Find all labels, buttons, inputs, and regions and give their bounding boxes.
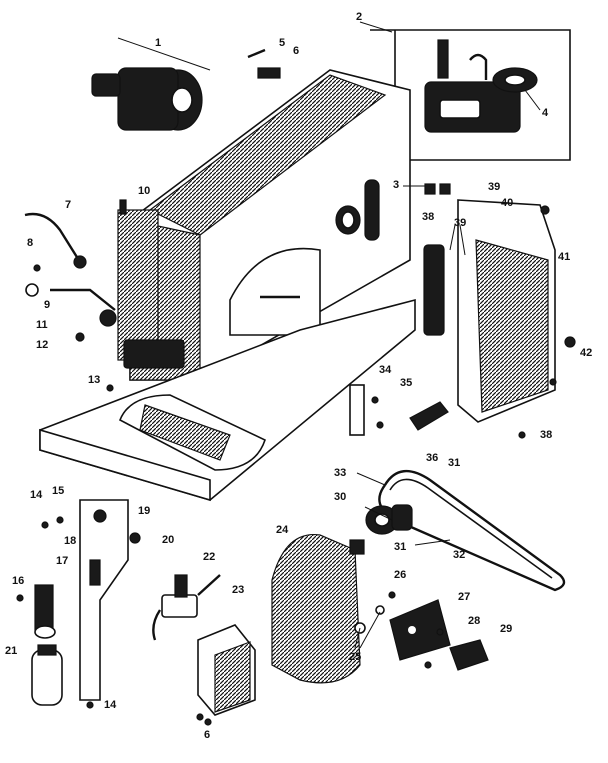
callout-11: 11	[36, 319, 48, 331]
screw-part-10	[119, 199, 127, 215]
callout-20: 20	[162, 534, 175, 546]
drive-belt	[378, 470, 566, 592]
callout-28: 28	[468, 615, 481, 627]
bobbin-case	[31, 644, 63, 706]
callout-19: 19	[138, 505, 151, 517]
callout-15: 15	[52, 485, 65, 497]
callout-2: 2	[356, 11, 363, 23]
bracket-part-36	[409, 401, 449, 431]
screw-part-8	[33, 264, 41, 272]
callout-3: 3	[393, 179, 400, 191]
screw-part-16	[16, 594, 24, 602]
bracket-part-29	[449, 639, 489, 671]
screw-part-34	[371, 396, 379, 404]
screw-part-28b	[424, 661, 432, 669]
screw-part-12	[75, 332, 85, 342]
callout-6: 6	[293, 45, 300, 57]
leader-lines	[354, 21, 541, 649]
callout-7: 7	[65, 199, 72, 211]
callout-33: 33	[334, 467, 347, 479]
callout-8: 8	[27, 237, 34, 249]
machine-head	[117, 69, 411, 381]
screw-part-14b	[86, 701, 94, 709]
callout-12: 12	[36, 339, 49, 351]
drive-motor	[271, 533, 365, 684]
base-plate	[39, 298, 416, 502]
presser-foot	[34, 584, 56, 639]
callout-30: 30	[334, 491, 347, 503]
face-plate	[79, 499, 129, 701]
callout-40: 40	[501, 197, 514, 209]
callout-18: 18	[64, 535, 77, 547]
callout-17: 17	[56, 555, 69, 567]
callout-23: 23	[232, 584, 245, 596]
screw-part-26	[388, 591, 396, 599]
screw-part-20	[129, 532, 141, 544]
foot-control	[152, 574, 221, 641]
screw-part-35	[376, 421, 384, 429]
callout-21: 21	[5, 645, 18, 657]
callout-10: 10	[138, 185, 151, 197]
callout-38-bottom: 38	[540, 429, 553, 441]
callout-24: 24	[276, 524, 289, 536]
callout-16: 16	[12, 575, 25, 587]
callout-29: 29	[500, 623, 513, 635]
terminal-block	[196, 624, 256, 726]
callout-35: 35	[400, 377, 413, 389]
motor-pulley	[365, 504, 413, 535]
bobbin-winder-assembly	[370, 29, 571, 161]
callout-41: 41	[558, 251, 571, 263]
screw-part-5	[247, 48, 266, 59]
callout-22: 22	[203, 551, 216, 563]
screw-part-14a	[41, 521, 49, 529]
callout-34: 34	[379, 364, 392, 376]
callout-14-top: 14	[30, 489, 43, 501]
callout-13: 13	[88, 374, 101, 386]
washer-part-25a	[375, 605, 385, 615]
callout-32: 32	[453, 549, 466, 561]
callout-4: 4	[542, 107, 549, 119]
callout-42: 42	[580, 347, 593, 359]
motor-bracket	[389, 599, 451, 661]
screw-part-15	[56, 516, 64, 524]
callout-36: 36	[426, 452, 439, 464]
screw-part-13	[106, 384, 114, 392]
thread-take-up-lever	[24, 212, 87, 269]
side-cover-plate	[423, 183, 576, 439]
callout-31-top: 31	[448, 457, 461, 469]
callout-5: 5	[279, 37, 286, 49]
callout-27: 27	[458, 591, 471, 603]
callout-1: 1	[155, 37, 162, 49]
callout-39-mid: 39	[454, 217, 467, 229]
callout-38-top: 38	[422, 211, 435, 223]
callout-25: 25	[349, 651, 362, 663]
callout-14-bottom: 14	[104, 699, 117, 711]
callout-26: 26	[394, 569, 407, 581]
callout-31-bottom: 31	[394, 541, 407, 553]
callout-9: 9	[44, 299, 51, 311]
motor-part	[91, 37, 211, 131]
callout-6-bottom: 6	[204, 729, 211, 741]
callout-39-top: 39	[488, 181, 501, 193]
clip-part-6	[257, 67, 281, 79]
screw-part-28a	[436, 628, 444, 636]
presser-foot-lever	[25, 283, 117, 327]
